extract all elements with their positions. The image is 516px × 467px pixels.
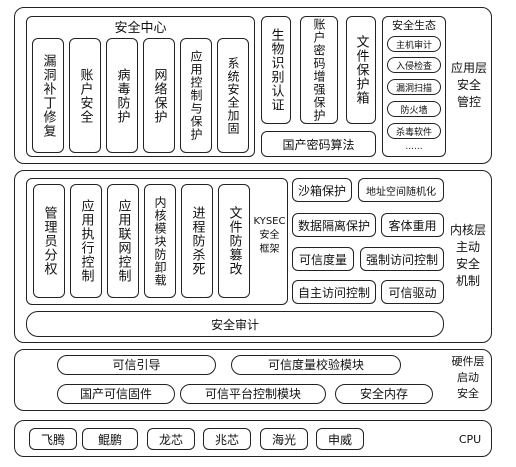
cpu-hygon: 海光 [260,428,308,450]
eco-vuln-scan: 漏洞扫描 [387,79,441,95]
file-safe-box: 文件保护箱 [346,16,376,124]
data-isolation: 数据隔离保护 [292,213,376,237]
crypto-algorithm: 国产密码算法 [261,131,376,157]
domestic-trusted-firmware: 国产可信固件 [57,384,175,404]
trusted-driver: 可信驱动 [381,280,444,304]
km-process-kill-protect: 进程防杀死 [181,184,213,298]
eco-host-audit: 主机审计 [387,36,441,52]
sc-item-vuln-patch: 漏洞补丁修复 [32,38,64,153]
km-app-network-control: 应用联网控制 [107,184,139,298]
cpu-zhaoxin: 兆芯 [203,428,251,450]
secure-memory: 安全内存 [335,384,433,404]
eco-antivirus: 杀毒软件 [387,123,441,139]
sc-item-app-control: 应用控制与保护 [180,38,212,153]
security-center-panel [26,16,255,157]
security-center-title: 安全中心 [114,20,167,36]
ecosystem-title: 安全生态 [392,19,436,32]
cpu-sunway: 申威 [316,428,364,450]
cpu-layer-label: CPU [458,432,482,446]
biometric-auth: 生物识别认证 [261,16,291,124]
mandatory-access-control: 强制访问控制 [360,247,444,271]
security-audit: 安全审计 [26,311,444,337]
eco-more: ...... [405,142,423,152]
kernel-layer-label: 内核层 主动 安全 机制 [449,223,486,288]
kysec-framework-label: KYSEC 安全 框架 [253,216,286,255]
sandbox-protection: 沙箱保护 [292,178,352,202]
sc-item-account-security: 账户安全 [69,38,101,153]
km-app-exec-control: 应用执行控制 [70,184,102,298]
km-module-unload-protect: 内核模块防卸载 [144,184,176,298]
cpu-feiteng: 飞腾 [29,428,77,450]
object-reuse: 客体重用 [381,213,444,237]
measure-verify-module: 可信度量校验模块 [231,355,401,375]
sc-item-network-protection: 网络保护 [143,38,175,153]
aslr: 地址空间随机化 [358,178,444,202]
cpu-kunpeng: 鲲鹏 [82,428,138,450]
km-admin-separation: 管理员分权 [33,184,65,298]
eco-intrusion-check: 入侵检查 [387,57,441,73]
cpu-loongson: 龙芯 [147,428,195,450]
account-password-protection: 账户密码增强保护 [300,16,338,124]
hardware-layer-label: 硬件层 启动 安全 [451,355,485,400]
km-file-tamper-protect: 文件防篡改 [218,184,250,298]
discretionary-access-control: 自主访问控制 [292,280,376,304]
trusted-boot: 可信引导 [57,355,216,375]
trusted-platform-control-module: 可信平台控制模块 [180,384,326,404]
app-layer-label: 应用层 安全 管控 [450,61,487,109]
sc-item-antivirus: 病毒防护 [106,38,138,153]
eco-firewall: 防火墙 [387,101,441,117]
sc-item-system-hardening: 系统安全加固 [217,38,249,153]
trust-measurement: 可信度量 [292,247,354,271]
